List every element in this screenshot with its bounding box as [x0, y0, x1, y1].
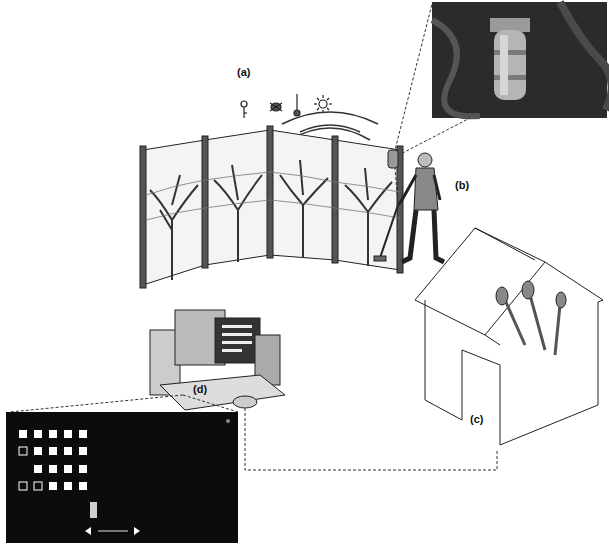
leader-line	[395, 168, 398, 205]
computer	[150, 310, 285, 410]
vineyard-trellis	[140, 126, 403, 288]
callout-label: (b)	[455, 180, 469, 191]
sensor-photo	[432, 2, 609, 118]
callout-label: (d)	[193, 384, 207, 395]
screen-inset	[6, 412, 238, 543]
leader-line	[393, 4, 432, 158]
link-line	[245, 408, 497, 470]
shed-building	[415, 228, 603, 445]
worker-figure	[374, 153, 444, 262]
leader-line	[393, 118, 470, 158]
leader-line	[183, 395, 238, 412]
leader-line	[10, 395, 183, 412]
sensor-icons	[241, 94, 332, 118]
callout-label: (a)	[237, 67, 250, 78]
callout-label: (c)	[470, 414, 483, 425]
